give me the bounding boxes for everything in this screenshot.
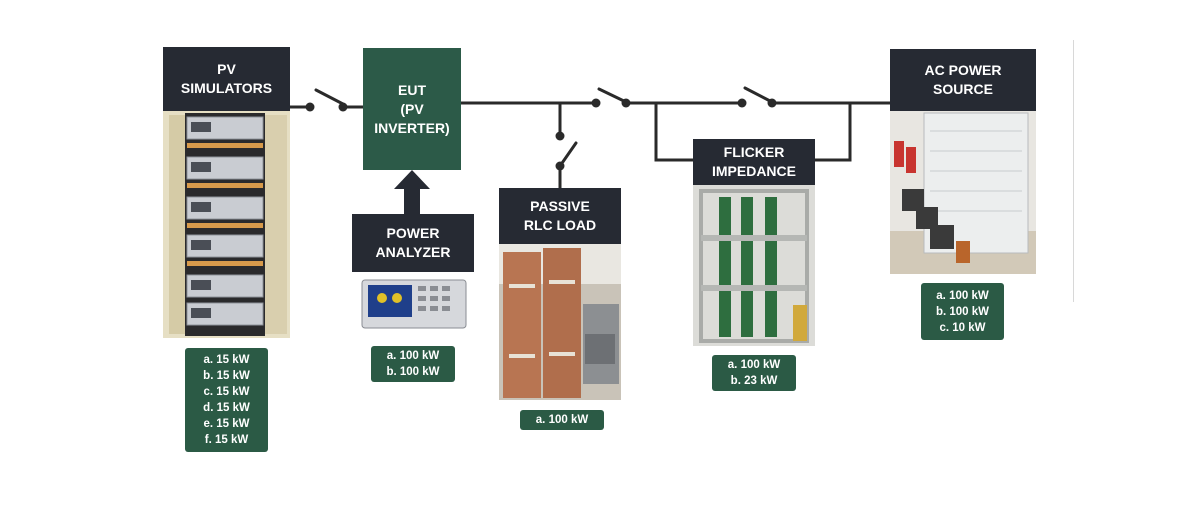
ac-rating-c: c. 10 kW	[939, 321, 986, 334]
switch-load-terminal-a	[555, 131, 565, 141]
switch2-terminal-a	[591, 98, 601, 108]
ac-power-source-label: AC POWER SOURCE	[890, 49, 1036, 111]
passive-rlc-load-ratings: a. 100 kW	[520, 410, 604, 430]
power-analyzer-title-line2: ANALYZER	[375, 244, 451, 260]
flicker-title-line2: IMPEDANCE	[711, 163, 796, 179]
right-border-line	[1073, 40, 1074, 302]
ac-source-title-line1: AC POWER	[924, 62, 1002, 78]
flicker-title-line1: FLICKER	[723, 144, 785, 160]
switch3-terminal-b	[767, 98, 777, 108]
ac-power-source-ratings: a. 100 kW b. 100 kW c. 10 kW	[921, 283, 1004, 340]
analyzer-rating-a: a. 100 kW	[386, 350, 440, 362]
eut-line1: EUT	[398, 81, 426, 98]
eut-line2: (PV	[400, 100, 424, 117]
switch1-blade	[314, 88, 345, 106]
pv-rating-b: b. 15 kW	[203, 370, 250, 382]
measurement-arrow	[394, 170, 430, 214]
wire-loop-right	[813, 101, 852, 162]
eut-pv-inverter-box: EUT (PV INVERTER)	[363, 48, 461, 170]
wire-loop-left	[654, 101, 695, 162]
pv-rating-a: a. 15 kW	[203, 354, 250, 366]
power-analyzer-ratings: a. 100 kW b. 100 kW	[371, 346, 455, 382]
switch3-terminal-a	[737, 98, 747, 108]
pv-rating-c: c. 15 kW	[203, 386, 250, 398]
load-rating-a: a. 100 kW	[535, 414, 589, 426]
switch1-terminal-b	[338, 102, 348, 112]
flicker-impedance-photo	[693, 185, 815, 346]
switch2-terminal-b	[621, 98, 631, 108]
pv-simulators-ratings: a. 15 kW b. 15 kW c. 15 kW d. 15 kW e. 1…	[185, 348, 268, 452]
ac-rating-a: a. 100 kW	[936, 289, 989, 302]
pv-rating-e: e. 15 kW	[203, 418, 250, 430]
flicker-rating-b: b. 23 kW	[730, 375, 778, 387]
flicker-rating-a: a. 100 kW	[727, 359, 781, 371]
switch2-blade	[597, 87, 628, 104]
pv-rating-f: f. 15 kW	[204, 434, 249, 446]
switch-load-terminal-b	[555, 161, 565, 171]
pv-simulators-title-line2: SIMULATORS	[180, 80, 273, 96]
flicker-impedance-ratings: a. 100 kW b. 23 kW	[712, 355, 796, 391]
flicker-impedance-label: FLICKER IMPEDANCE	[693, 139, 815, 185]
ac-source-title-line2: SOURCE	[933, 81, 993, 97]
passive-rlc-load-photo	[499, 244, 621, 400]
ac-power-source-photo	[890, 111, 1036, 274]
eut-line3: INVERTER)	[374, 119, 450, 136]
power-analyzer-label: POWER ANALYZER	[352, 214, 474, 272]
ac-rating-b: b. 100 kW	[935, 305, 990, 318]
pv-simulators-title-line1: PV	[217, 61, 236, 77]
pv-simulators-photo	[163, 111, 290, 338]
pv-rating-d: d. 15 kW	[203, 402, 250, 414]
switch3-blade	[743, 86, 774, 104]
passive-rlc-load-label: PASSIVE RLC LOAD	[499, 188, 621, 244]
power-analyzer-title-line1: POWER	[386, 225, 440, 241]
passive-load-title-line1: PASSIVE	[530, 198, 590, 214]
pv-simulators-label: PV SIMULATORS	[163, 47, 290, 111]
switch-load-blade	[558, 141, 578, 168]
switch1-terminal-a	[305, 102, 315, 112]
power-analyzer-photo	[352, 272, 474, 336]
analyzer-rating-b: b. 100 kW	[386, 366, 440, 378]
passive-load-title-line2: RLC LOAD	[523, 217, 597, 233]
